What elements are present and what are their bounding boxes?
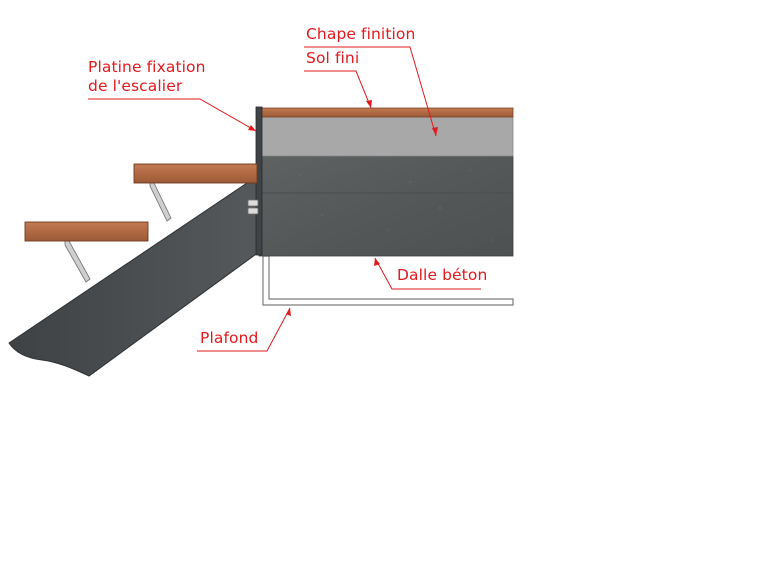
stair-treads: [24, 163, 258, 242]
label-platine-line2: de l'escalier: [88, 77, 183, 95]
leader-lines: [88, 46, 481, 352]
screed-layer: [258, 116, 514, 157]
bolt-heads: [247, 199, 259, 215]
leader-platine: [88, 98, 257, 132]
label-plafond: Plafond: [200, 329, 259, 347]
label-sol-fini: Sol fini: [306, 49, 360, 67]
leader-plafond: [197, 307, 291, 352]
finish-topping: [258, 107, 514, 118]
leader-chape: [304, 46, 437, 137]
leader-sol-fini: [304, 70, 372, 109]
label-platine-line1: Platine fixation: [88, 58, 206, 76]
tread-upper: [133, 163, 258, 184]
leader-arrowheads: [248, 100, 438, 316]
label-chape-finition: Chape finition: [306, 25, 416, 43]
steel-stringer: [8, 180, 260, 377]
label-dalle-beton: Dalle béton: [397, 266, 488, 284]
tread-lower: [24, 221, 149, 242]
concrete-slab: [258, 155, 514, 257]
leader-dalle: [374, 257, 481, 290]
